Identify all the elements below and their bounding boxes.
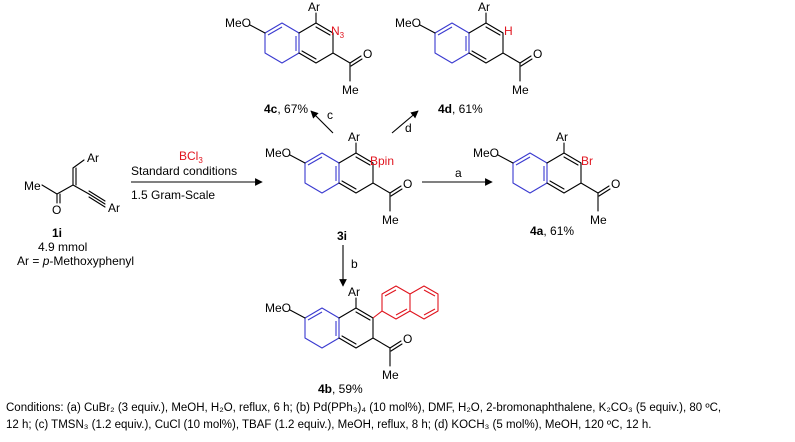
conditions-line-2: 12 h; (c) TMSN₃ (1.2 equiv.), CuCl (10 m… <box>6 419 652 431</box>
compound-3i-methoxy-label: MeO <box>265 146 291 160</box>
reagent-conditions: Standard conditions <box>131 164 237 178</box>
compound-4d-methyl-label: Me <box>512 83 529 97</box>
reaction-arrow-a: a <box>422 166 493 186</box>
compound-4b-aryl-label: Ar <box>348 285 360 299</box>
compound-3i-skeleton <box>289 142 403 212</box>
compound-4c-azide-label: N3 <box>331 24 345 40</box>
reaction-arrow-b: b <box>339 245 358 287</box>
compound-4b-skeleton <box>289 297 403 367</box>
compound-3i-id: 3i <box>337 229 347 243</box>
compound-4a-oxygen-label: O <box>611 177 620 191</box>
compound-3i: MeO Ar Bpin O Me <box>265 130 412 227</box>
compound-4b-caption: 4b, 59% <box>318 382 363 396</box>
compound-4c: MeO Ar N3 O Me <box>225 0 372 97</box>
compound-1i-skeleton <box>41 159 106 208</box>
compound-3i-methyl-label: Me <box>382 213 399 227</box>
compound-1i: Me O Ar Ar 1i 4.9 mmol Ar = p-Methoxyphe… <box>17 151 134 268</box>
compound-1i-aryl-top-label: Ar <box>87 151 99 165</box>
compound-3i-bpin-label: Bpin <box>370 154 394 168</box>
compound-4c-skeleton <box>249 12 363 82</box>
reaction-arrow-b-label: b <box>351 257 358 271</box>
compound-4d-hydrogen-label: H <box>504 24 513 38</box>
compound-4c-methoxy-label: MeO <box>225 16 251 30</box>
compound-4d-aryl-label: Ar <box>478 0 490 14</box>
compound-4b-methyl-label: Me <box>382 368 399 382</box>
compound-4b: MeO Ar O Me <box>265 285 439 382</box>
compound-4d-skeleton <box>419 12 533 82</box>
compound-4c-oxygen-label: O <box>363 47 372 61</box>
compound-4a-caption: 4a, 61% <box>530 224 574 238</box>
conditions-line-1: Conditions: (a) CuBr₂ (3 equiv.), MeOH, … <box>6 402 722 414</box>
compound-4c-caption: 4c, 67% <box>264 102 308 116</box>
compound-4d-oxygen-label: O <box>533 47 542 61</box>
reaction-arrow-c-label: c <box>327 108 333 122</box>
compound-4a-methyl-label: Me <box>590 213 607 227</box>
compound-1i-aryl-right-label: Ar <box>108 201 120 215</box>
reaction-arrow-c: c <box>310 108 334 134</box>
main-reaction: BCl3 Standard conditions 1.5 Gram-Scale <box>131 149 263 202</box>
reagent-bcl3: BCl3 <box>179 149 203 165</box>
compound-4a: MeO Ar Br O Me <box>473 130 620 227</box>
aryl-definition: Ar = p-Methoxyphenyl <box>17 254 134 268</box>
compound-4a-skeleton <box>497 142 611 212</box>
compound-1i-oxygen-label: O <box>52 203 61 217</box>
compound-4a-aryl-label: Ar <box>556 130 568 144</box>
compound-4d-caption: 4d, 61% <box>438 102 483 116</box>
compound-1i-methyl-label: Me <box>24 179 41 193</box>
reaction-arrow-a-label: a <box>455 166 462 180</box>
compound-4a-methoxy-label: MeO <box>473 146 499 160</box>
reagent-scale: 1.5 Gram-Scale <box>131 188 215 202</box>
compound-1i-amount: 4.9 mmol <box>38 240 87 254</box>
compound-4d: MeO Ar H O Me <box>395 0 542 97</box>
compound-4d-methoxy-label: MeO <box>395 16 421 30</box>
reaction-conditions-footnote: Conditions: (a) CuBr₂ (3 equiv.), MeOH, … <box>6 400 791 434</box>
compound-4b-naphthyl-substituent <box>372 285 439 320</box>
compound-4c-methyl-label: Me <box>342 83 359 97</box>
compound-3i-oxygen-label: O <box>403 177 412 191</box>
reaction-arrow-d: d <box>391 110 419 135</box>
reaction-arrow-d-label: d <box>405 121 412 135</box>
compound-4b-oxygen-label: O <box>403 332 412 346</box>
compound-1i-id: 1i <box>52 226 62 240</box>
compound-3i-aryl-label: Ar <box>348 130 360 144</box>
compound-4c-aryl-label: Ar <box>308 0 320 14</box>
compound-4a-bromo-label: Br <box>581 154 593 168</box>
compound-4b-methoxy-label: MeO <box>265 301 291 315</box>
